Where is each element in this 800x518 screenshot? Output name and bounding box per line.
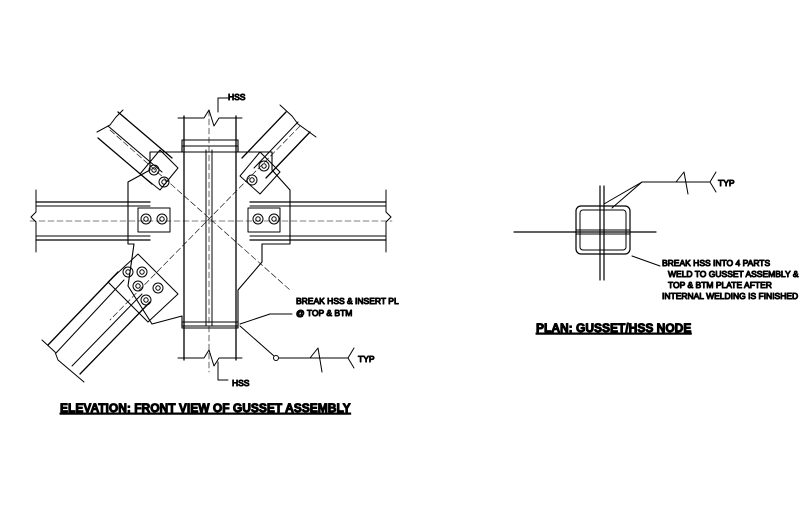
label-break-note-line2: @ TOP & BTM [296, 308, 352, 318]
plan-note-line2: WELD TO GUSSET ASSEMBLY & [668, 269, 799, 279]
elevation-title: ELEVATION: FRONT VIEW OF GUSSET ASSEMBLY [60, 401, 351, 415]
right-beam [249, 189, 392, 253]
elevation-view: HSS HSS BREAK HSS & INSERT PL @ TOP & BT… [29, 92, 399, 416]
hss-column [177, 109, 243, 367]
upper-right-brace [241, 104, 317, 179]
center-lines [29, 109, 393, 373]
label-hss-top: HSS [228, 92, 246, 102]
bolt-plate-upper-right [239, 151, 281, 195]
leader-plan-note [631, 255, 661, 267]
leader-hss-top [217, 97, 229, 113]
leader-hss-bottom [217, 361, 229, 381]
lower-left-brace [41, 271, 151, 383]
bolt-plate-upper-left [139, 149, 179, 191]
plan-note-line3: TOP & BTM PLATE AFTER [668, 280, 772, 290]
plan-note-line4: INTERNAL WELDING IS FINISHED [662, 291, 798, 301]
bolt-plate-lower-left [107, 253, 179, 323]
bolt-plate-right [247, 207, 281, 233]
plan-view: TYP BREAK HSS INTO 4 PARTS WELD TO GUSSE… [513, 171, 799, 336]
plan-note-line1: BREAK HSS INTO 4 PARTS [662, 258, 771, 268]
bolt-plate-left [137, 207, 171, 233]
label-typ-plan: TYP [718, 178, 735, 188]
upper-left-brace [96, 109, 173, 185]
typ-weld-symbol-plan [603, 171, 717, 209]
typ-weld-symbol-elevation [239, 325, 355, 373]
leader-break-note [239, 313, 293, 325]
label-break-note-line1: BREAK HSS & INSERT PL [296, 296, 399, 306]
plan-title: PLAN: GUSSET/HSS NODE [536, 321, 691, 335]
label-hss-bottom: HSS [232, 378, 250, 388]
left-beam [30, 189, 151, 253]
label-typ-elevation: TYP [358, 354, 375, 364]
